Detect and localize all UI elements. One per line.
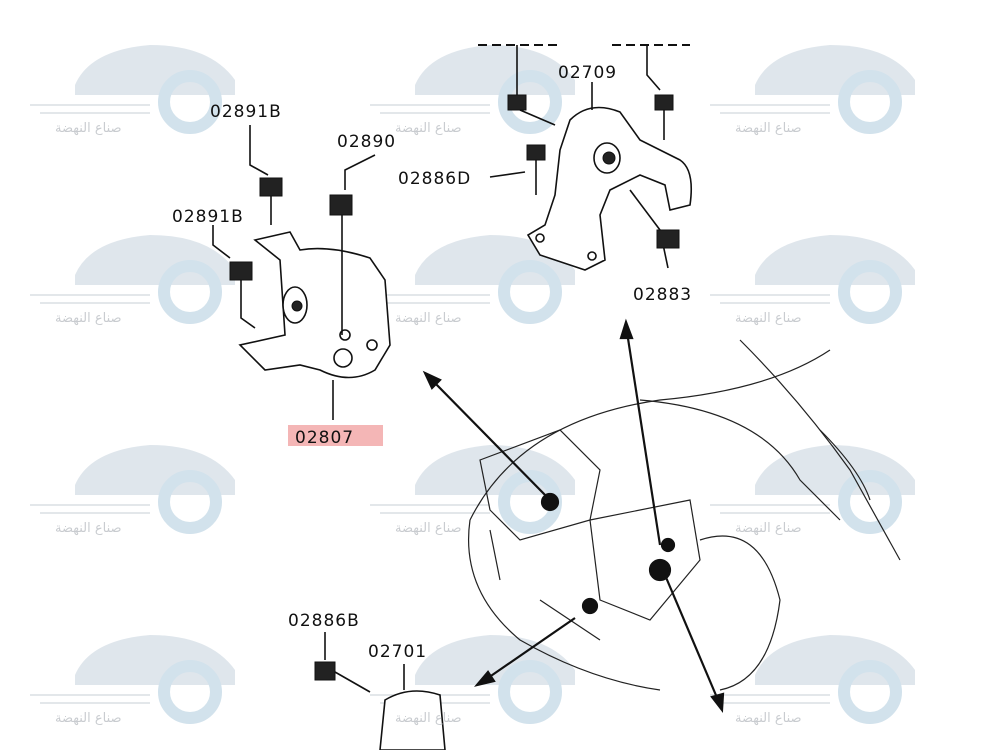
- arrow-icon: [422, 318, 725, 713]
- engine-mount-02807[interactable]: [238, 231, 391, 379]
- engine-mount-bracket-02709[interactable]: [526, 106, 693, 271]
- watermark-layer: [30, 45, 915, 724]
- bolt-icon: [212, 125, 376, 420]
- watermark-logo: [710, 45, 915, 134]
- watermark-text: صناع النهضة: [735, 311, 802, 326]
- watermark-text: صناع النهضة: [55, 711, 122, 726]
- vehicle-engine-bay-outline: [468, 339, 901, 691]
- watermark-text: صناع النهضة: [395, 311, 462, 326]
- watermark-text: صناع النهضة: [55, 311, 122, 326]
- part-label-02709[interactable]: 02709: [558, 63, 617, 83]
- watermark-text: صناع النهضة: [55, 521, 122, 536]
- part-label-02701[interactable]: 02701: [368, 642, 427, 662]
- watermark-logo: [30, 635, 235, 724]
- watermark-logo: [30, 45, 235, 134]
- watermark-logo: [30, 235, 235, 324]
- part-label-02807[interactable]: 02807: [295, 428, 354, 448]
- part-label-02891B-left[interactable]: 02891B: [172, 207, 244, 227]
- bolt-icon: [489, 45, 680, 269]
- watermark-logo: [710, 635, 915, 724]
- watermark-text: صناع النهضة: [735, 711, 802, 726]
- watermark-logo: [710, 445, 915, 534]
- watermark-logo: [30, 445, 235, 534]
- part-label-02886D[interactable]: 02886D: [398, 169, 471, 189]
- watermark-text: صناع النهضة: [735, 121, 802, 136]
- bolt-icon: [314, 632, 405, 693]
- part-label-02890[interactable]: 02890: [337, 132, 396, 152]
- watermark-logo: [370, 45, 575, 134]
- part-label-02883[interactable]: 02883: [633, 285, 692, 305]
- part-label-02891B-top[interactable]: 02891B: [210, 102, 282, 122]
- part-label-02886B[interactable]: 02886B: [288, 611, 360, 631]
- watermark-logo: [710, 235, 915, 324]
- watermark-text: صناع النهضة: [395, 521, 462, 536]
- engine-mount-02701[interactable]: [379, 690, 446, 750]
- watermark-text: صناع النهضة: [735, 521, 802, 536]
- highlight-box: [288, 425, 383, 446]
- watermark-text: صناع النهضة: [395, 121, 462, 136]
- watermark-text: صناع النهضة: [55, 121, 122, 136]
